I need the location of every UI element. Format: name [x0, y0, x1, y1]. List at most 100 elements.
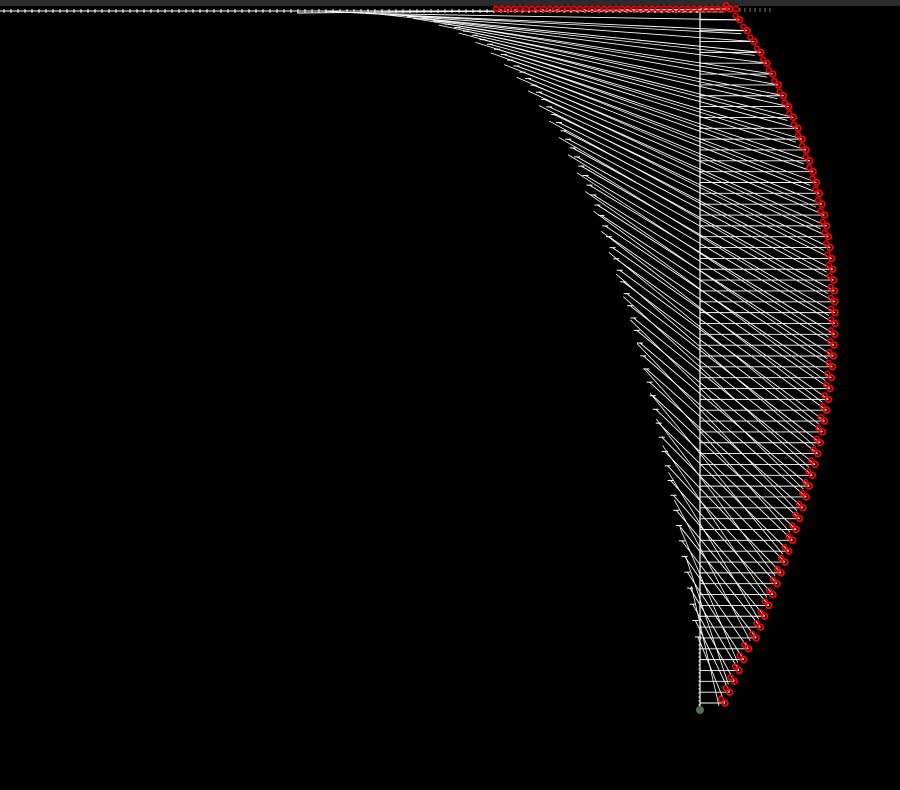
- curve-marker: [822, 222, 831, 230]
- curve-marker: [781, 544, 788, 551]
- top-marker: [570, 5, 578, 13]
- curve-marker: [743, 26, 751, 35]
- curve-marker: [761, 598, 769, 605]
- fan-line: [690, 586, 720, 707]
- curve-marker: [827, 294, 834, 301]
- fan-line: [652, 395, 797, 530]
- fan-line: [646, 368, 804, 509]
- fan-line: [438, 24, 778, 100]
- fan-line: [538, 91, 825, 216]
- top-marker: [498, 5, 506, 13]
- top-marker: [636, 5, 644, 13]
- curve-marker: [726, 5, 734, 13]
- top-marker: [558, 5, 566, 13]
- fan-line: [670, 480, 774, 595]
- curve-marker: [831, 298, 839, 306]
- fan-line: [593, 194, 835, 346]
- curve-marker: [826, 348, 833, 356]
- fan-line: [489, 43, 799, 129]
- curve-marker: [831, 308, 839, 317]
- curve-marker: [811, 460, 819, 469]
- curve-marker: [757, 48, 765, 57]
- fan-line: [504, 64, 811, 186]
- curve-marker: [819, 218, 826, 226]
- curve-marker: [827, 316, 835, 323]
- fan-line: [662, 445, 768, 598]
- curve-marker: [753, 619, 760, 627]
- top-marker: [540, 5, 548, 13]
- curve-marker: [818, 200, 826, 208]
- curve-marker: [736, 652, 743, 659]
- curve-marker: [802, 493, 810, 501]
- curve-marker: [765, 66, 772, 74]
- curve-marker: [824, 233, 833, 241]
- curve-marker: [827, 305, 835, 312]
- curve-marker: [830, 330, 839, 339]
- curve-marker: [749, 630, 756, 638]
- curve-marker: [802, 146, 810, 154]
- curve-marker: [774, 81, 783, 89]
- curve-marker: [781, 558, 789, 566]
- curve-marker: [802, 153, 809, 160]
- anchor-point: [696, 706, 704, 714]
- fan-line: [642, 355, 807, 498]
- top-marker: [516, 5, 524, 13]
- curve-marker: [750, 37, 758, 46]
- curve-marker: [825, 359, 832, 366]
- top-marker: [534, 5, 542, 13]
- curve-marker: [820, 211, 829, 219]
- fan-line: [601, 231, 823, 403]
- curve-marker: [821, 392, 828, 399]
- fan-line: [558, 122, 832, 259]
- fan-line: [674, 499, 751, 642]
- curve-marker: [765, 587, 773, 594]
- curve-marker: [827, 283, 834, 291]
- curve-marker: [827, 373, 836, 382]
- top-marker: [666, 5, 674, 13]
- fan-line: [516, 76, 817, 208]
- curve-marker: [806, 157, 814, 165]
- curve-marker: [761, 612, 769, 620]
- fan-line: [372, 13, 755, 56]
- curve-marker: [821, 229, 828, 236]
- fan-line: [623, 296, 810, 468]
- top-marker: [612, 5, 620, 13]
- fan-line: [685, 556, 729, 685]
- fan-line: [593, 210, 826, 382]
- curve-marker: [725, 688, 734, 696]
- fan-line: [675, 509, 766, 617]
- curve-marker: [785, 547, 793, 555]
- fan-line: [679, 527, 739, 663]
- fan-line: [567, 154, 830, 316]
- fan-line: [697, 636, 726, 704]
- curve-marker: [823, 240, 830, 247]
- curve-marker: [785, 533, 792, 540]
- curve-marker: [769, 590, 777, 599]
- top-marker: [510, 5, 518, 13]
- curve-marker: [807, 457, 815, 464]
- curve-marker: [822, 381, 830, 388]
- top-marker: [732, 5, 740, 13]
- curve-marker: [799, 489, 806, 497]
- top-marker: [600, 5, 608, 13]
- fan-line: [424, 18, 761, 53]
- curve-marker: [769, 70, 777, 78]
- fan-line: [410, 15, 755, 42]
- marker-layer: [492, 1, 839, 707]
- curve-marker: [827, 254, 836, 263]
- fan-line: [563, 130, 833, 270]
- fan-line: [558, 137, 829, 295]
- curve-marker: [810, 446, 817, 453]
- curve-marker: [722, 1, 730, 9]
- curve-marker: [817, 413, 824, 421]
- curve-marker: [722, 685, 729, 692]
- curve-marker: [753, 45, 760, 52]
- fan-line: [548, 120, 827, 273]
- fan-line: [626, 293, 821, 444]
- curve-marker: [765, 601, 773, 610]
- fan-line: [673, 494, 770, 606]
- fan-line: [412, 17, 767, 78]
- curve-marker: [732, 12, 739, 19]
- fan-line: [667, 465, 778, 585]
